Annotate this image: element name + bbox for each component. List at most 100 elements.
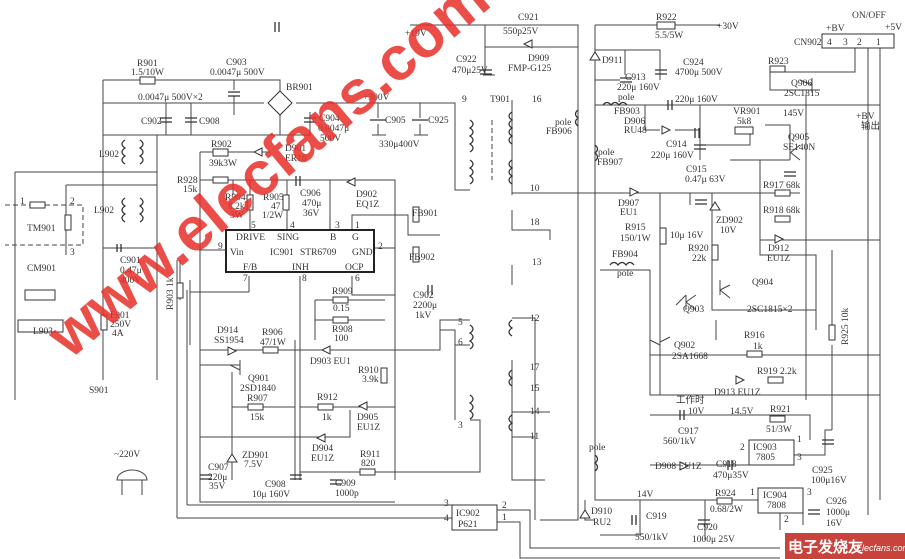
label: ZD902 [716,216,743,226]
label: 0.47μ [120,266,142,276]
label: 0.0047μ 500V×2 [138,93,203,103]
label: FB902 [409,253,435,263]
label: 0.68/2W [710,505,743,515]
label: 1 [797,435,802,445]
label: L902 [99,150,119,160]
label: S901 [89,386,109,396]
components [17,21,836,525]
label: 7808 [767,501,786,511]
plug-icon [116,469,148,495]
label: R920 [688,244,709,254]
label: Q902 [674,341,695,351]
label: 工作时 [676,394,705,406]
label: 6 [355,274,360,284]
label: pole [598,148,614,158]
label: 10 [530,184,540,194]
label: 220μ 160V [651,151,694,161]
label: 2200μ [413,301,437,311]
label: R907 [247,394,268,404]
label: RU2 [593,518,611,528]
label: C909 [335,479,356,489]
label: 7805 [756,453,775,463]
label: 220μ 160V [617,83,660,93]
label: 15 [530,384,540,394]
logo-cn: 电子发烧友 [788,538,863,556]
label: Q904 [752,278,773,288]
label: R901 [137,59,158,69]
label: C922 [456,55,477,65]
label: R917 68k [763,181,800,191]
label: 8 [302,274,307,284]
label: 150/1W [620,234,651,244]
label: 820 [361,459,376,469]
label: 1000p [335,489,359,499]
label: 2SC1815×2 [747,305,793,315]
label: 5.5/5W [655,31,683,41]
label: 2 [70,197,75,207]
label: R919 2.2k [757,367,797,377]
label: C925 [428,116,449,126]
label: 16 [532,95,542,105]
label: FMP-G125 [508,64,552,74]
label: EU1Z [311,454,334,464]
label: 12 [530,314,540,324]
label: C908 [199,117,220,127]
label: OCP [345,263,363,273]
label: 550/1kV [635,533,668,543]
label: 1000μ 25V [692,535,735,545]
label: VR901 [733,107,761,117]
label: D903 EU1 [310,357,351,367]
label: 100 [334,334,349,344]
label: C917 [678,427,699,437]
label: 16V [826,519,843,529]
label: 3 [458,421,463,431]
label: D909 [528,54,549,64]
ic902-box [451,504,498,531]
label: 9 [218,242,223,252]
label: R921 [770,405,791,415]
label: ON/OFF [852,11,886,21]
ic904-box [757,487,804,514]
label: D908 EU1Z [655,462,702,472]
label: TM901 [27,224,56,234]
label: R910 [358,366,379,376]
label: F901 [110,311,130,321]
label: R915 [625,223,646,233]
label: 10μ 16V [670,231,703,241]
label: Q901 [248,374,269,384]
label: 470μ35V [713,471,749,481]
label: 550p25V [503,27,539,37]
label: D910 [591,507,612,517]
label: 6 [458,338,463,348]
label: 2 [857,38,862,48]
label: D912 [768,244,789,254]
label: 4A [112,329,124,339]
label: C918 [716,460,737,470]
label: 0.47μ 63V [685,175,726,185]
label: FB903 [614,107,640,117]
label: BR901 [286,83,313,93]
label: 17 [530,363,540,373]
label: EU1Z [357,423,380,433]
label: EQ1Z [356,200,379,210]
label: 1 [502,513,507,523]
label: F/B [243,263,257,273]
label: C925 [812,466,833,476]
label: SS1954 [214,336,244,346]
label: D906 [624,117,645,127]
label: 47/1W [260,338,286,348]
label: 3 [843,38,848,48]
label: pole [618,93,634,103]
cn902-connector [821,33,895,49]
label: 2 [740,443,745,453]
label: T901 [490,95,510,105]
label: 0.0047μ 500V [210,68,265,78]
label: 220μ [208,473,227,483]
label: C903 [226,58,247,68]
label: 输出 [861,120,880,132]
label: +30V [717,22,739,32]
label: FB904 [612,250,638,260]
label: 1 [20,197,25,207]
label: D913 EU1Z [714,388,761,398]
